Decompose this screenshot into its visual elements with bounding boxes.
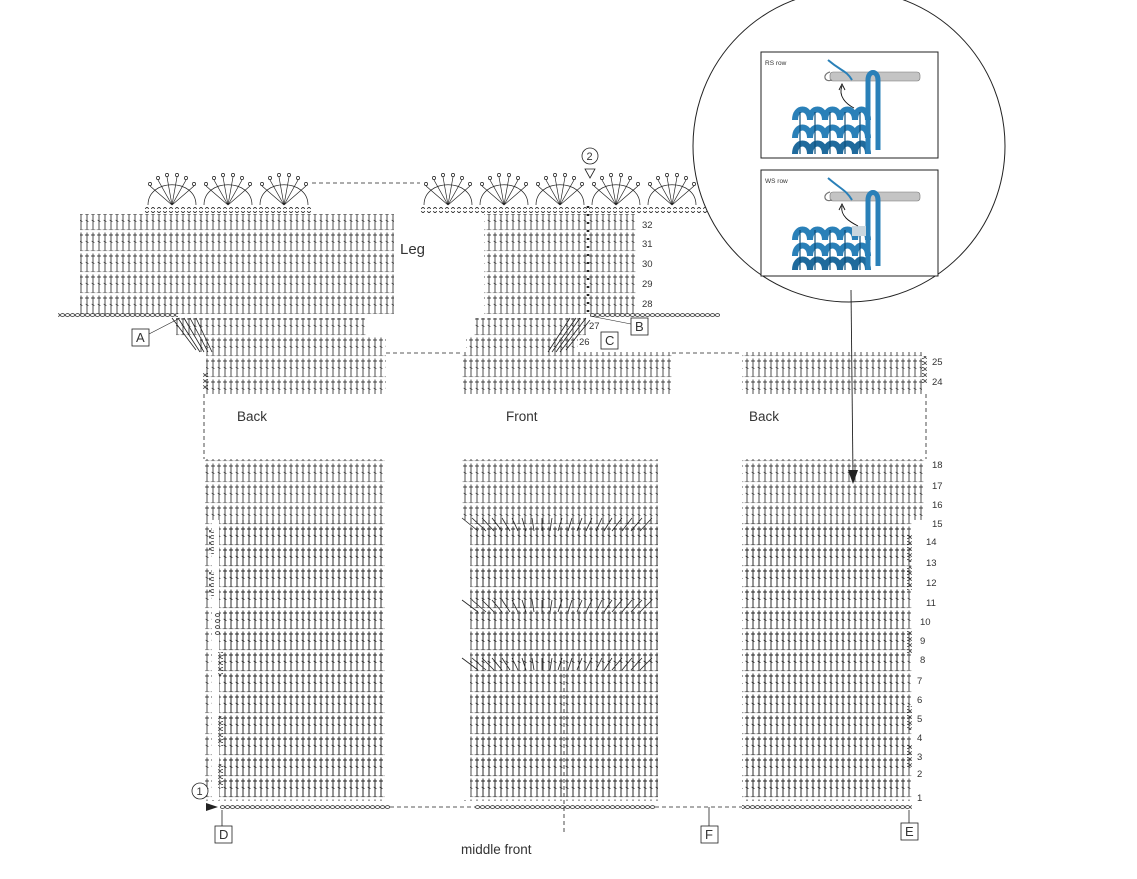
start-point-2: 2 [581, 147, 599, 179]
row-number-1: 1 [917, 793, 922, 804]
panel-back-left-lower [205, 459, 385, 801]
panel-leg-left [58, 214, 394, 352]
row-number-6: 6 [917, 695, 922, 706]
svg-text:1: 1 [197, 786, 203, 798]
leg-label: Leg [400, 241, 425, 258]
row-number-11: 11 [926, 598, 936, 609]
middle-front-label: middle front [461, 842, 532, 857]
row-number-16: 16 [932, 500, 943, 511]
panel-back-right-lower [742, 459, 924, 802]
rs-row-panel: RS row [760, 51, 939, 159]
row-number-10: 10 [920, 617, 931, 628]
row-number-26: 26 [579, 337, 590, 348]
back-right-label: Back [749, 409, 779, 424]
row-number-31: 31 [642, 239, 653, 250]
row-number-30: 30 [642, 259, 653, 270]
marker-b: B [589, 315, 649, 336]
stitch-inset: RS row WS row [692, 0, 1006, 484]
row-number-15: 15 [932, 519, 943, 530]
svg-text:2: 2 [587, 151, 593, 163]
dashed-outline [203, 352, 927, 835]
panel-front-lower [462, 459, 658, 801]
marker-e: E [900, 810, 919, 841]
edging-right [420, 173, 710, 213]
svg-text:B: B [635, 319, 644, 334]
row-number-3: 3 [917, 752, 922, 763]
row-number-25: 25 [932, 357, 943, 368]
back-left-label: Back [237, 409, 267, 424]
row-number-32: 32 [642, 220, 653, 231]
panel-front-upper [462, 352, 672, 394]
svg-text:F: F [705, 827, 713, 842]
ws-row-panel: WS row [760, 169, 939, 277]
front-label: Front [506, 409, 538, 424]
front-decrease-marks [461, 517, 653, 671]
svg-text:A: A [136, 330, 145, 345]
row-number-9: 9 [920, 636, 925, 647]
row-number-4: 4 [917, 733, 922, 744]
row-number-24: 24 [932, 377, 943, 388]
panel-leg-right [466, 206, 720, 352]
row-number-29: 29 [642, 279, 653, 290]
row-number-7: 7 [917, 676, 922, 687]
turning-chains [209, 530, 912, 788]
row-number-5: 5 [917, 714, 922, 725]
edging-left [144, 173, 312, 213]
rs-row-label: RS row [765, 60, 787, 67]
row-number-28: 28 [642, 299, 653, 310]
row-number-17: 17 [932, 481, 943, 492]
svg-text:C: C [605, 333, 614, 348]
foundation-chain [220, 804, 912, 810]
marker-c: C [600, 331, 619, 350]
panel-back-right-upper [742, 352, 927, 394]
svg-text:E: E [905, 824, 914, 839]
row-number-18: 18 [932, 460, 943, 471]
ws-row-label: WS row [765, 178, 788, 185]
arrow-down-icon [848, 470, 858, 484]
panel-back-left-upper [203, 352, 386, 394]
marker-f: F [700, 807, 719, 844]
yarn-swatch-icon [792, 177, 881, 271]
start-point-1: 1 [191, 782, 218, 811]
yarn-swatch-icon [792, 59, 881, 155]
marker-a: A [131, 317, 181, 347]
row-number-27: 27 [589, 321, 600, 332]
row-number-8: 8 [920, 655, 925, 666]
row-number-12: 12 [926, 578, 937, 589]
row-number-2: 2 [917, 769, 922, 780]
svg-text:D: D [219, 827, 228, 842]
leg-side-fans [171, 317, 591, 353]
inset-pointer-line [850, 289, 854, 477]
marker-d: D [214, 810, 233, 844]
row-number-14: 14 [926, 537, 937, 548]
row-number-13: 13 [926, 558, 937, 569]
